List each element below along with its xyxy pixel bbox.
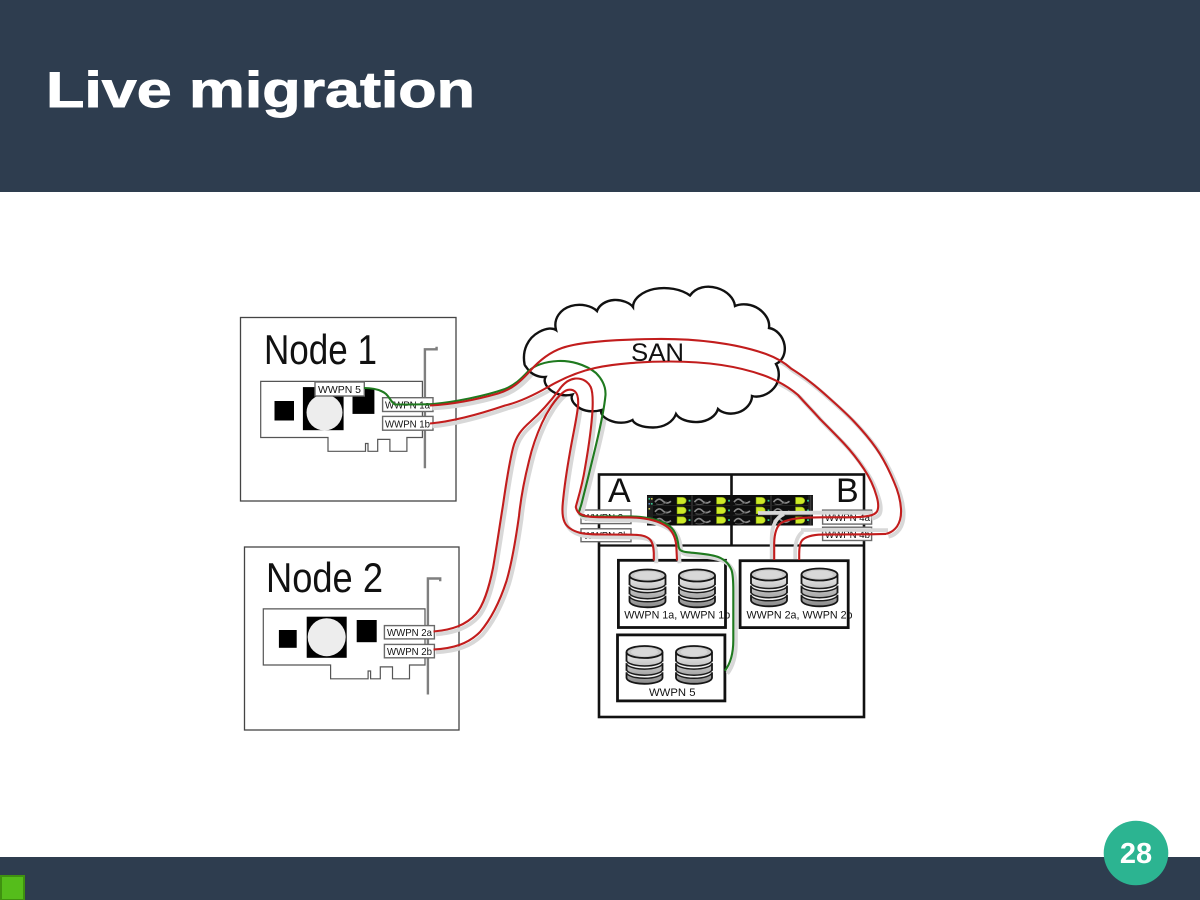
svg-text:28: 28 — [1120, 838, 1152, 870]
svg-text:A: A — [608, 472, 631, 510]
svg-text:SAN: SAN — [631, 339, 684, 367]
svg-text:WWPN 1a: WWPN 1a — [385, 400, 430, 412]
svg-text:Node 1: Node 1 — [264, 326, 377, 373]
svg-text:WWPN 5: WWPN 5 — [318, 384, 361, 396]
svg-text:WWPN 1a, WWPN 1b: WWPN 1a, WWPN 1b — [624, 610, 730, 622]
svg-text:WWPN 2a: WWPN 2a — [387, 627, 432, 639]
svg-text:WWPN 2a, WWPN 2b: WWPN 2a, WWPN 2b — [747, 610, 853, 622]
svg-text:Node 2: Node 2 — [266, 554, 383, 601]
svg-text:Live migration: Live migration — [46, 62, 475, 118]
svg-text:WWPN 5: WWPN 5 — [649, 687, 696, 699]
svg-text:WWPN 2b: WWPN 2b — [387, 646, 432, 658]
svg-text:B: B — [836, 472, 859, 510]
svg-text:WWPN 1b: WWPN 1b — [385, 418, 430, 430]
